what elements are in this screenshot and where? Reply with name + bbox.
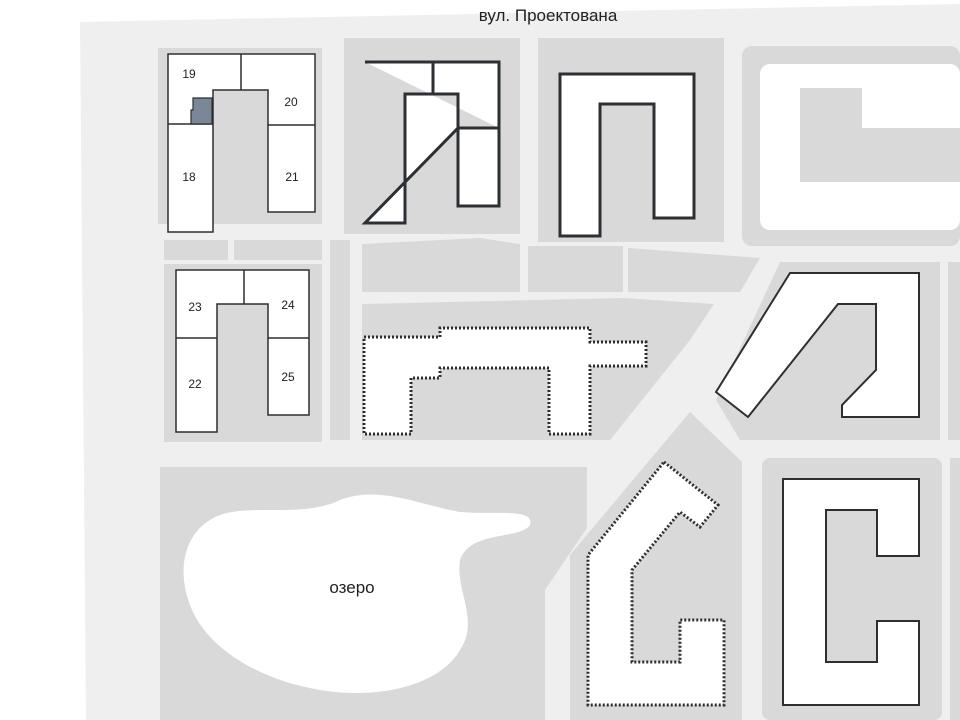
building-sections-18-21[interactable] [167, 53, 316, 233]
strip-5 [628, 248, 760, 292]
strip-4 [528, 246, 623, 292]
building-b[interactable] [361, 60, 501, 225]
lake [183, 494, 531, 694]
strip-6 [330, 240, 350, 440]
section-label-18[interactable]: 18 [182, 170, 196, 184]
block-d-court [800, 88, 960, 182]
section-label-19[interactable]: 19 [182, 67, 196, 81]
section-label-20[interactable]: 20 [284, 95, 298, 109]
block-k [950, 458, 960, 720]
section-label-22[interactable]: 22 [188, 377, 202, 391]
strip-3 [362, 238, 520, 292]
building-bottom-planned[interactable] [586, 459, 726, 707]
lake-label: озеро [329, 578, 375, 597]
section-label-24[interactable]: 24 [281, 298, 295, 312]
building-diamond[interactable] [714, 272, 920, 419]
building-center-planned[interactable] [362, 326, 648, 436]
block-h [948, 262, 960, 440]
section-label-23[interactable]: 23 [188, 300, 202, 314]
strip-1 [164, 240, 228, 260]
section-label-25[interactable]: 25 [281, 370, 295, 384]
street-label: вул. Проектована [478, 6, 618, 25]
building-sections-22-25[interactable] [175, 269, 310, 433]
building-c[interactable] [558, 72, 696, 238]
strip-2 [234, 240, 322, 260]
section-label-21[interactable]: 21 [285, 170, 299, 184]
selected-unit[interactable] [190, 97, 213, 125]
building-bottom-right[interactable] [782, 478, 920, 706]
